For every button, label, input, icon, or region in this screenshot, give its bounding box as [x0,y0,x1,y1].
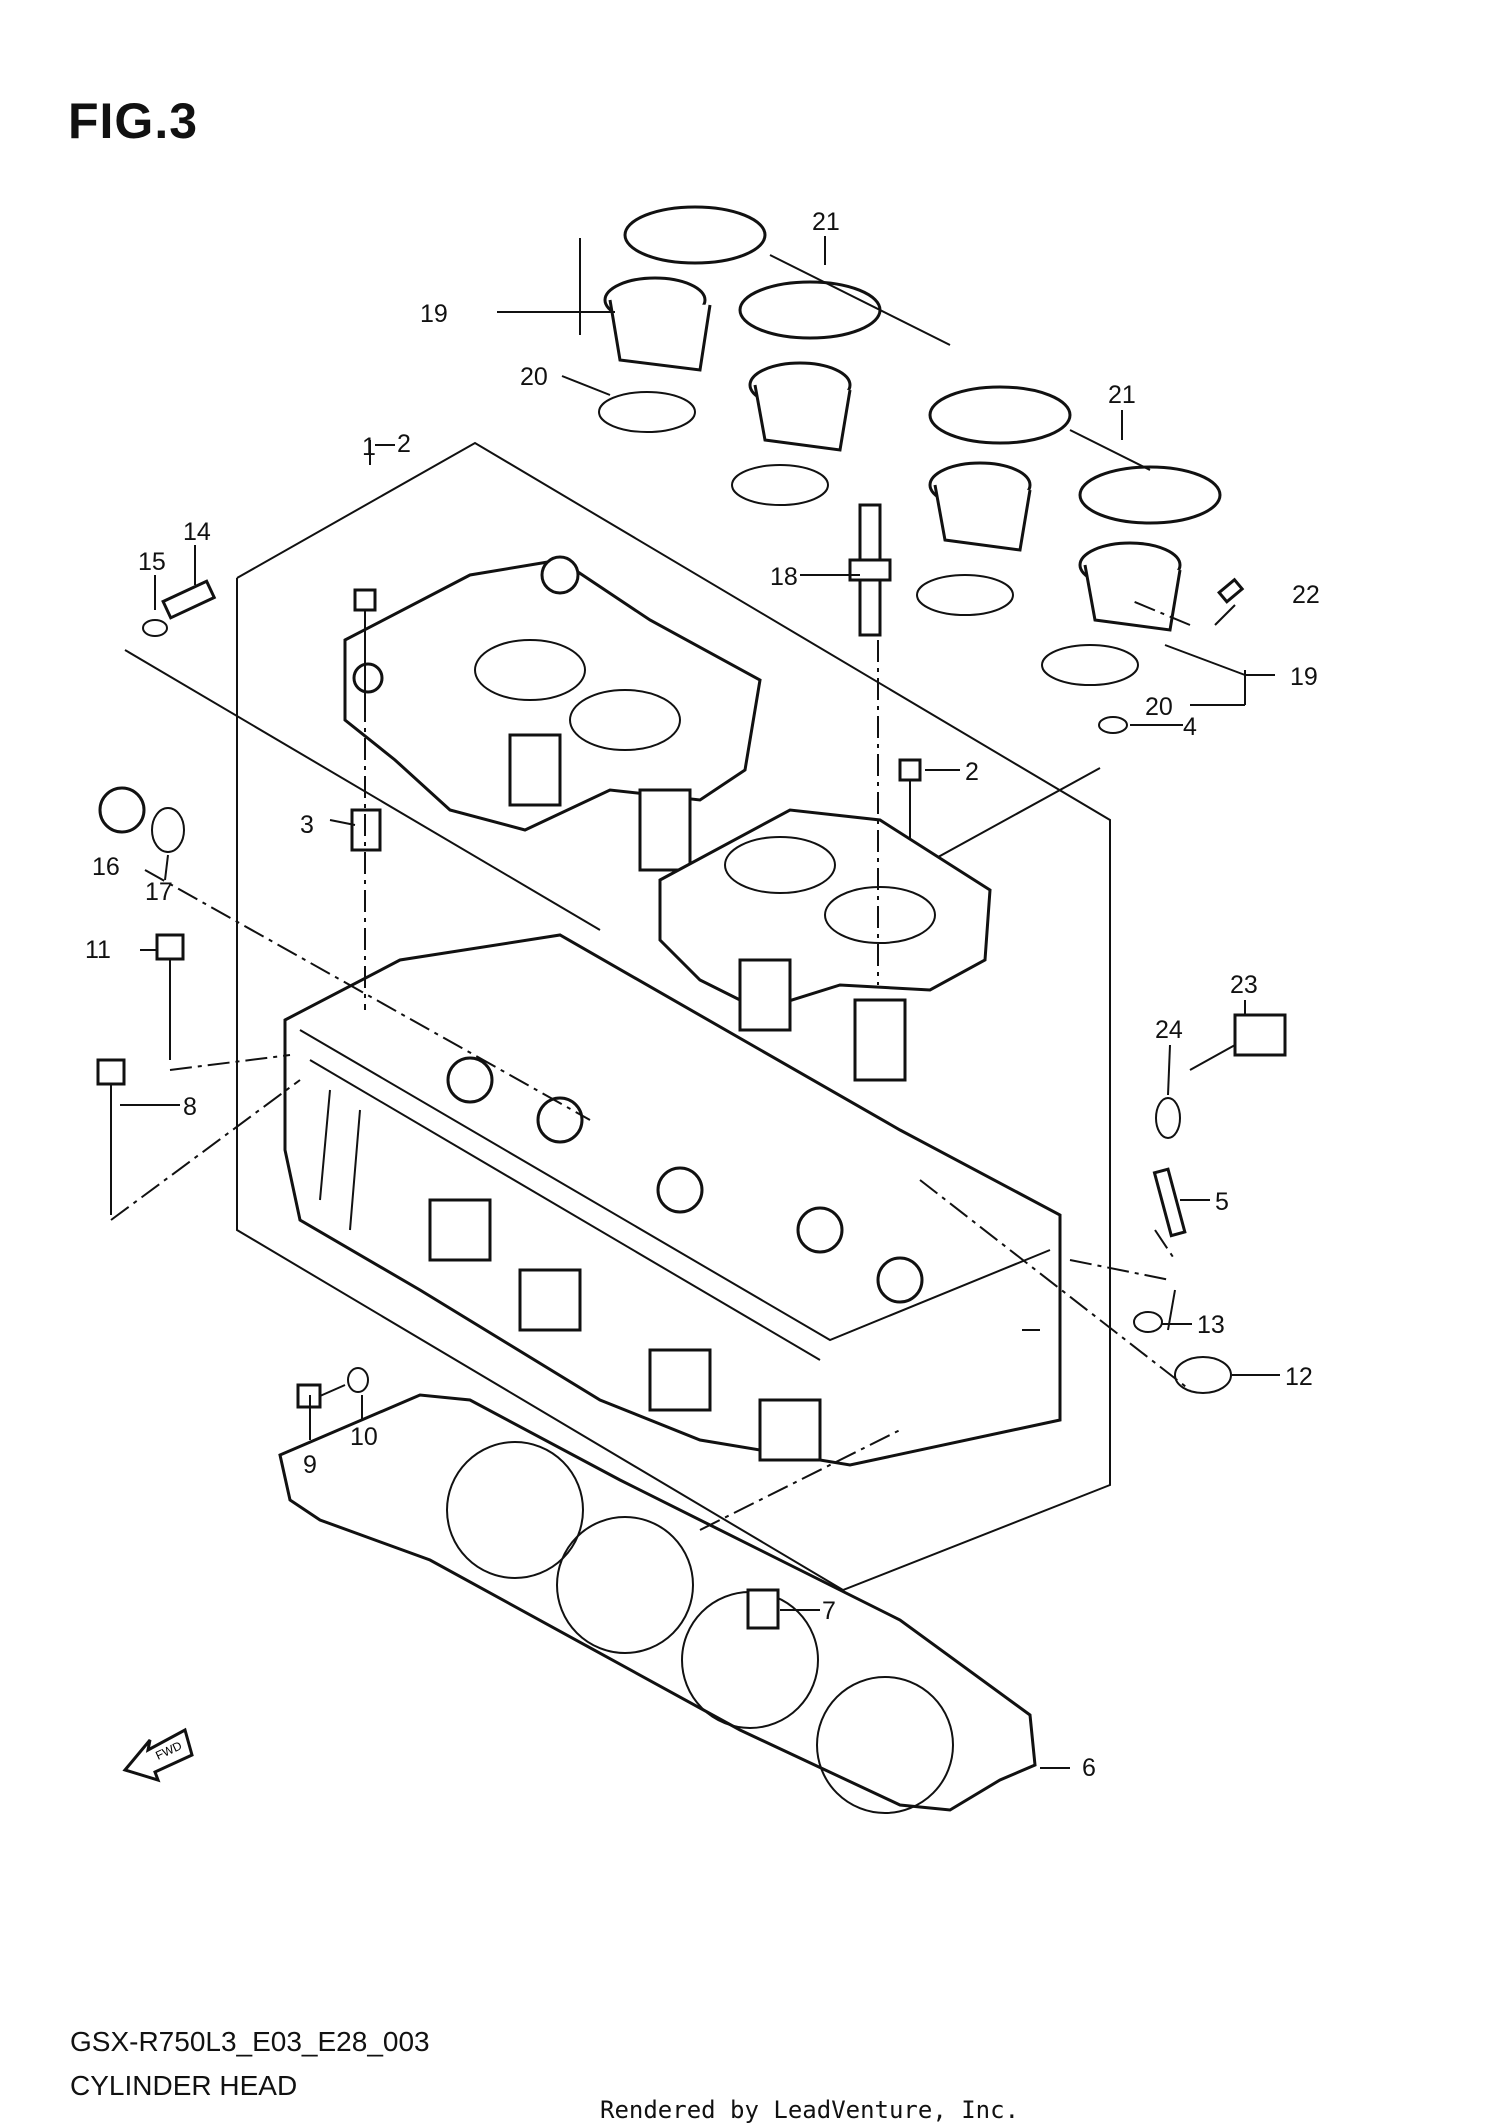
callout-labels: 1 2 2 3 4 5 6 7 8 9 10 11 12 13 14 15 16… [85,208,1320,1782]
o-ring-upper-2 [731,464,829,506]
model-code: GSX-R750L3_E03_E28_003 [70,2026,430,2057]
cam-housing-left [343,555,762,872]
o-ring-lower-1 [916,574,1014,616]
callout-20-lower: 20 [1145,693,1173,721]
pin-5 [1152,1167,1187,1238]
callout-17: 17 [145,878,173,906]
callout-5: 5 [1215,1188,1229,1216]
o-ring-13 [1133,1311,1163,1333]
callout-1: 1 [362,433,376,461]
figure-title: FIG.3 [68,93,199,149]
intake-pipes [603,205,1222,632]
gasket-24 [1155,1097,1181,1139]
washer-4 [1098,716,1128,734]
callout-16: 16 [92,853,120,881]
callout-7: 7 [822,1597,836,1625]
spark-plug [848,503,892,637]
callout-24: 24 [1155,1016,1183,1044]
bolt-8 [96,1058,126,1215]
callout-13: 13 [1197,1311,1225,1339]
cam-housing-right [658,808,992,1082]
callout-23: 23 [1230,971,1258,999]
callout-6: 6 [1082,1754,1096,1782]
callout-12: 12 [1285,1363,1313,1391]
cylinder-head-block [283,933,1062,1467]
callout-15: 15 [138,548,166,576]
dowel-pin-7 [746,1588,780,1630]
o-ring-lower-2 [1041,644,1139,686]
bolt-11 [155,933,185,1060]
screw-22 [1214,577,1245,626]
plug-16 [98,786,146,834]
callout-21-lower: 21 [1108,381,1136,409]
callout-20-upper: 20 [520,363,548,391]
callout-21-upper: 21 [812,208,840,236]
callout-14: 14 [183,518,211,546]
callout-3: 3 [300,811,314,839]
bolt-2-left [353,588,377,700]
diagram-name: CYLINDER HEAD [70,2070,298,2101]
callout-8: 8 [183,1093,197,1121]
leader-lines [110,236,1280,1769]
fwd-arrow: FWD [122,1727,194,1783]
callout-10: 10 [350,1423,378,1451]
bolt-9-washer-10 [296,1367,369,1409]
render-credit: Rendered by LeadVenture, Inc. [600,2096,1020,2124]
fitting-14-15 [142,579,217,637]
callout-18: 18 [770,563,798,591]
callout-11: 11 [85,936,111,964]
gasket-17 [151,807,185,853]
callout-2-left: 2 [397,430,411,458]
callout-4: 4 [1183,713,1197,741]
sensor-23 [1189,1013,1287,1071]
callout-19-lower: 19 [1290,663,1318,691]
callout-9: 9 [303,1451,317,1479]
o-ring-12 [1174,1356,1232,1394]
callout-2-right: 2 [965,758,979,786]
o-ring-upper-1 [598,391,696,433]
callout-22: 22 [1292,581,1320,609]
callout-19-upper: 19 [420,300,448,328]
head-gasket [278,1393,1037,1814]
bolt-2-right [898,758,922,840]
